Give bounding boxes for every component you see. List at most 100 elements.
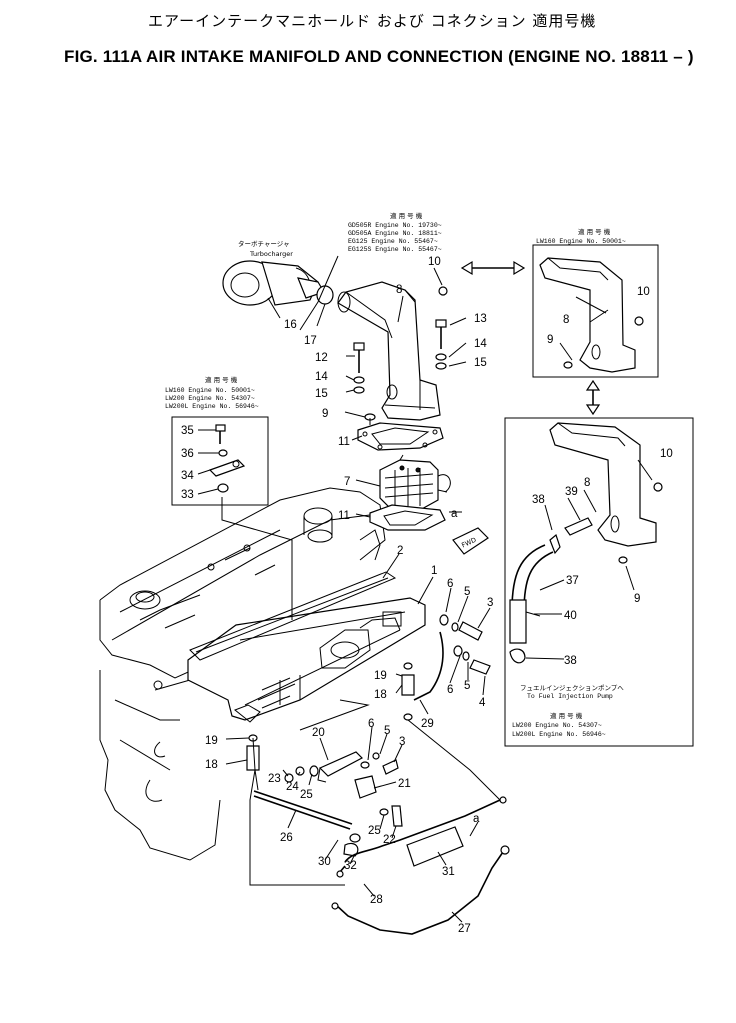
gasket-upper [357,422,444,451]
callout-10: 10 [660,448,673,460]
callout-11: 11 [338,510,350,522]
callout-31: 31 [442,866,455,878]
callout-14: 14 [315,371,328,383]
fuel-pump-note-jp: フュエルインジェクションポンプへ [520,684,624,692]
applicability-right-header: 適 用 号 機 [578,227,611,236]
applicability-left-row: LW200L Engine No. 56946~ [165,403,259,410]
callout-1: 1 [431,565,437,577]
callout-12: 12 [315,352,328,364]
figure-title-japanese: エアーインテークマニホールド および コネクション 適用号機 [148,12,597,30]
turbocharger-label: Turbocharger [249,250,293,258]
callout-27: 27 [458,923,471,935]
detail-box-lw200 [504,417,694,747]
callout-40: 40 [564,610,577,622]
callout-21: 21 [398,778,411,790]
applicability-bottom-row: LW200 Engine No. 54307~ [512,722,602,729]
applicability-top-row: EG125 Engine No. 55467~ [348,238,438,245]
callout-24: 24 [286,781,299,793]
callout-34: 34 [181,470,194,482]
detail-box-clamp [171,416,269,506]
applicability-left-row: LW160 Engine No. 50001~ [165,387,255,394]
reference-arrows [460,260,601,416]
callout-11: 11 [338,436,350,448]
applicability-right-row: LW160 Engine No. 50001~ [536,238,626,245]
callout-29: 29 [421,718,434,730]
callout-5: 5 [464,586,470,598]
callout-13: 13 [474,313,487,325]
leader-lines [197,255,653,923]
lower-fittings [246,614,510,935]
callout-9: 9 [322,408,328,420]
intake-elbow-upper [337,281,441,421]
callout-36: 36 [181,448,194,460]
callout-10: 10 [428,256,441,268]
callout-4: 4 [479,697,486,709]
callout-labels: 16 17 8 10 13 14 15 12 14 15 9 11 7 11 a… [181,256,673,935]
turbocharger: ターボチャージャ Turbocharger [222,239,325,306]
callout-15: 15 [315,388,328,400]
figure-title: FIG. 111A AIR INTAKE MANIFOLD AND CONNEC… [64,47,694,66]
intake-manifold [187,597,426,723]
fuel-pump-hose [509,517,593,664]
callout-18: 18 [205,759,218,771]
callout-ref-a: a [451,508,458,520]
callout-14: 14 [474,338,487,350]
callout-19: 19 [374,670,387,682]
intake-heater [379,459,451,511]
callout-38: 38 [532,494,545,506]
callout-3: 3 [487,597,493,609]
callout-25: 25 [300,789,313,801]
callout-25: 25 [368,825,381,837]
clamp-parts [208,424,246,493]
applicability-left: 適 用 号 機 LW160 Engine No. 50001~ LW200 En… [165,375,259,410]
callout-6: 6 [447,684,453,696]
engine-block [99,487,386,861]
callout-23: 23 [268,773,281,785]
callout-37: 37 [566,575,579,587]
callout-16: 16 [284,319,297,331]
callout-30: 30 [318,856,331,868]
callout-2: 2 [397,545,403,557]
detail-box-lw160 [532,244,659,378]
applicability-top-row: GD505A Engine No. 18811~ [348,230,442,237]
intake-elbow-lw200 [549,422,663,564]
callout-ref-a: a [473,813,480,825]
o-ring [316,285,334,305]
turbocharger-label-jp: ターボチャージャ [238,239,289,248]
callout-8: 8 [584,477,590,489]
applicability-top-row: GD505R Engine No. 19730~ [348,222,442,229]
callout-39: 39 [565,486,578,498]
applicability-top-row: EG125S Engine No. 55467~ [348,246,442,253]
callout-6: 6 [447,578,453,590]
callout-6: 6 [368,718,374,730]
callout-10: 10 [637,286,650,298]
callout-17: 17 [304,335,317,347]
callout-38: 38 [564,655,577,667]
callout-8: 8 [563,314,569,326]
callout-18: 18 [374,689,387,701]
callout-9: 9 [547,334,553,346]
callout-33: 33 [181,489,194,501]
callout-9: 9 [634,593,640,605]
fasteners-upper [353,286,448,421]
callout-3: 3 [399,736,405,748]
applicability-bottom-header: 適 用 号 機 [550,711,583,720]
applicability-right: 適 用 号 機 LW160 Engine No. 50001~ [536,227,626,245]
callout-5: 5 [384,725,390,737]
applicability-bottom: フュエルインジェクションポンプへ To Fuel Injection Pump … [512,684,624,738]
applicability-bottom-row: LW200L Engine No. 56946~ [512,731,606,738]
callout-28: 28 [370,894,383,906]
applicability-left-row: LW200 Engine No. 54307~ [165,395,255,402]
callout-8: 8 [396,284,402,296]
applicability-top-header: 適 用 号 機 [390,211,423,220]
callout-5: 5 [464,680,470,692]
callout-15: 15 [474,357,487,369]
callout-35: 35 [181,425,194,437]
callout-20: 20 [312,727,325,739]
callout-22: 22 [383,834,396,846]
callout-19: 19 [205,735,218,747]
applicability-top: 適 用 号 機 GD505R Engine No. 19730~ GD505A … [348,211,442,253]
callout-7: 7 [344,476,350,488]
callout-32: 32 [344,860,357,872]
